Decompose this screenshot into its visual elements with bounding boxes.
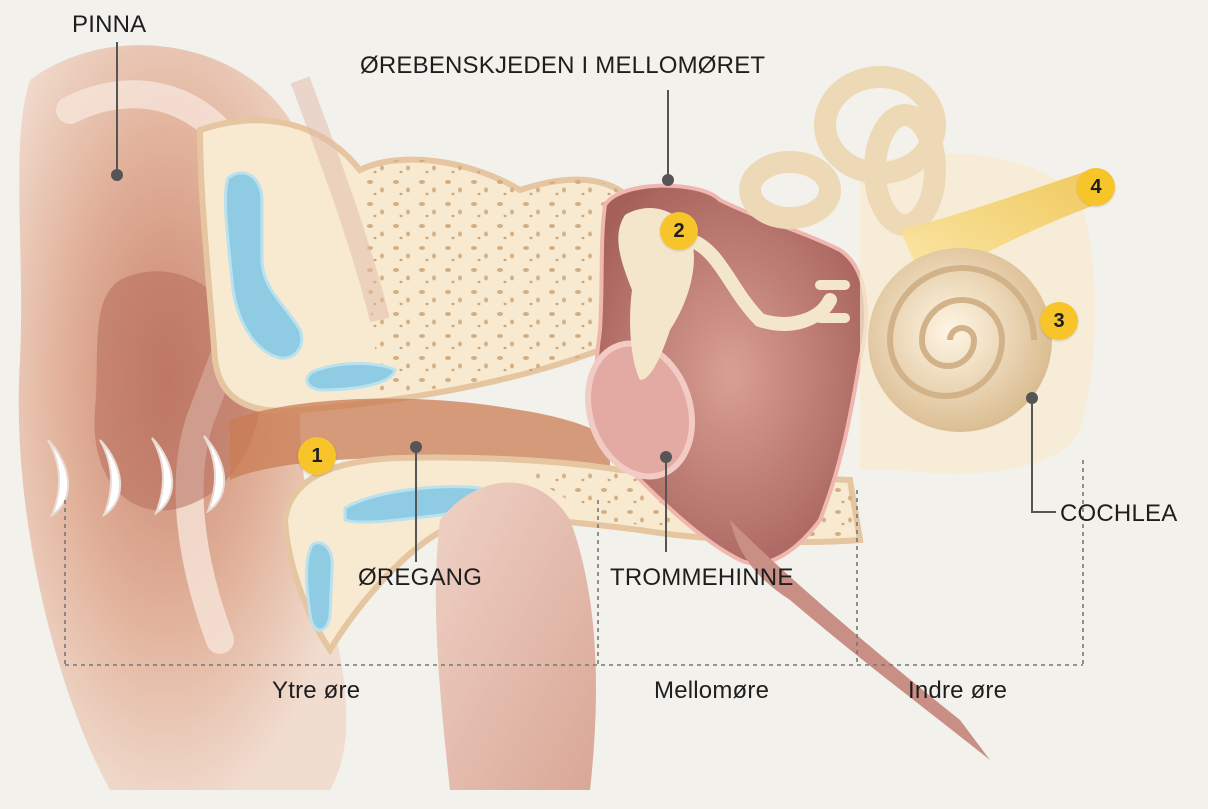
marker-2: 2	[660, 212, 698, 250]
outer-ear-section-label: Ytre øre	[272, 677, 360, 705]
cochlea-shape	[868, 248, 1052, 432]
ear-canal-label: ØREGANG	[358, 564, 482, 592]
inner-ear-section-label: Indre øre	[908, 677, 1007, 705]
marker-3: 3	[1040, 302, 1078, 340]
cochlea-label: COCHLEA	[1060, 500, 1177, 528]
ossicles-label: ØREBENSKJEDEN I MELLOMØRET	[360, 52, 765, 80]
marker-4: 4	[1077, 168, 1115, 206]
neck-muscle	[436, 483, 596, 791]
pinna-label: PINNA	[72, 11, 146, 39]
marker-1: 1	[298, 437, 336, 475]
middle-ear-section-label: Mellomøre	[654, 677, 769, 705]
eardrum-label: TROMMEHINNE	[610, 564, 794, 592]
